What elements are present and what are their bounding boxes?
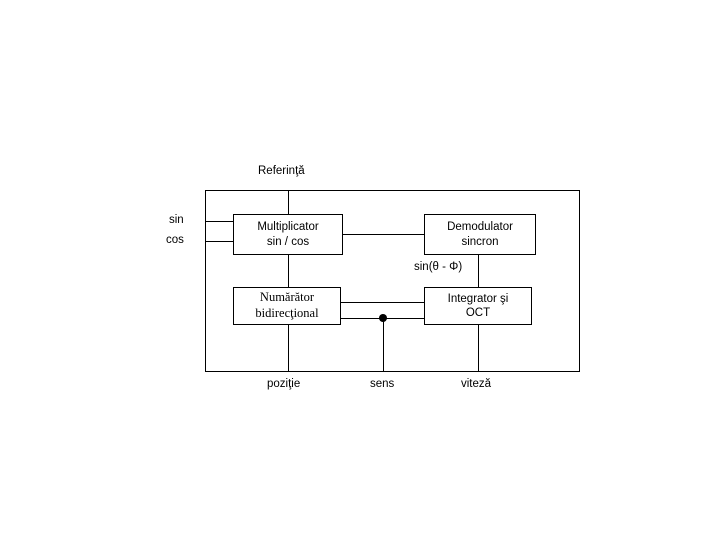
junction-dot: [379, 314, 387, 322]
block-demodulator[interactable]: Demodulator sincron: [424, 214, 536, 255]
block-demodulator-line1: Demodulator: [447, 221, 513, 234]
block-numarator-line2: bidirecţional: [255, 306, 319, 320]
connector-sin-input: [205, 221, 234, 222]
label-cos-input: cos: [166, 234, 184, 246]
label-sin-theta-phi: sin(θ - Φ): [412, 261, 465, 273]
block-integrator-line1: Integrator şi: [447, 292, 509, 305]
connector-multiplicator-to-numarator: [288, 255, 289, 288]
connector-sens-drop: [383, 318, 384, 372]
connector-reference-top: [288, 190, 289, 215]
label-viteza-output: viteză: [461, 378, 492, 390]
connector-demodulator-to-integrator: [478, 255, 479, 288]
block-numarator-line1: Numărător: [259, 290, 315, 305]
connector-integrator-to-viteza: [478, 325, 479, 372]
block-multiplicator-line2: sin / cos: [266, 235, 310, 248]
label-referinta: Referinţă: [258, 165, 305, 177]
connector-integrator-to-numarator-upper: [340, 302, 425, 303]
system-boundary-frame: [205, 190, 580, 372]
block-multiplicator[interactable]: Multiplicator sin / cos: [233, 214, 343, 255]
label-sens-output: sens: [370, 378, 395, 390]
label-pozitie-output: poziţie: [267, 378, 301, 390]
label-sin-input: sin: [169, 214, 184, 226]
block-integrator[interactable]: Integrator şi OCT: [424, 287, 532, 325]
block-numarator[interactable]: Numărător bidirecţional: [233, 287, 341, 325]
block-integrator-line2: OCT: [465, 307, 491, 319]
connector-numarator-to-pozitie: [288, 325, 289, 372]
block-demodulator-line2: sincron: [461, 235, 499, 248]
block-multiplicator-line1: Multiplicator: [257, 221, 319, 234]
connector-cos-input: [205, 241, 234, 242]
connector-multiplicator-to-demodulator: [342, 234, 425, 235]
